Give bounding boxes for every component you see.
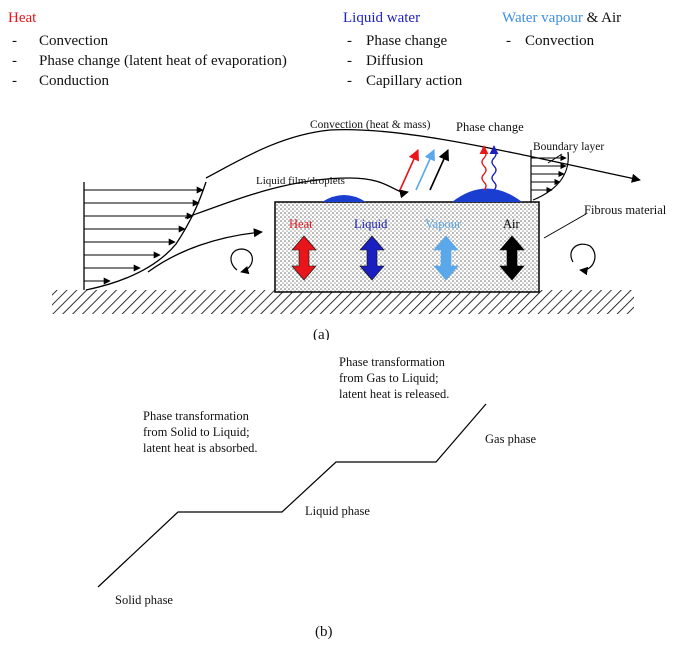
liquid-item-phase-change: -Phase change	[347, 33, 448, 49]
caption-b: (b)	[315, 624, 333, 640]
liquid-transport-arrow	[359, 235, 385, 281]
boundary-layer-leader	[547, 153, 563, 164]
streamline-lower	[147, 228, 263, 273]
solid-phase-label: Solid phase	[115, 593, 173, 607]
liquid-item-diffusion: -Diffusion	[347, 53, 424, 69]
vortex-left	[230, 248, 253, 275]
vapour-label: Vapour	[425, 217, 462, 231]
phase-change-label: Phase change	[456, 120, 524, 134]
boundary-profile-curve	[532, 151, 569, 201]
profile-curve	[85, 181, 207, 291]
fibrous-material-block	[274, 201, 540, 293]
streamline-top	[205, 128, 641, 183]
evap-arrow-lightblue	[415, 148, 435, 191]
heat-item-phase-change: -Phase change (latent heat of evaporatio…	[12, 53, 287, 69]
liquid-item-capillary: -Capillary action	[347, 73, 463, 89]
air-label: Air	[503, 217, 521, 231]
evap-arrow-black	[429, 148, 449, 191]
liquid-phase-label: Liquid phase	[305, 504, 370, 518]
heat-item-conduction: -Conduction	[12, 73, 109, 89]
vapour-transport-arrow	[433, 235, 459, 281]
streamline-middle	[184, 177, 409, 219]
wavy-arrow-blue	[489, 145, 499, 191]
convection-label: Convection (heat & mass)	[310, 119, 431, 131]
boundary-profile-arrows	[531, 154, 567, 194]
fibrous-leader	[543, 213, 587, 239]
diagram-b: (b)	[97, 403, 487, 640]
diagram-a: Convection (heat & mass) Phase change Bo…	[52, 119, 667, 340]
fibrous-material-label: Fibrous material	[584, 203, 667, 217]
profile-arrows	[84, 186, 204, 285]
liquid-legend-title: Liquid water	[343, 10, 421, 26]
vortex-right	[570, 243, 596, 276]
caption-a: (a)	[313, 327, 330, 340]
liquid-label: Liquid	[354, 217, 388, 231]
air-transport-arrow	[499, 235, 525, 281]
vapour-item-convection: -Convection	[506, 33, 595, 49]
vapour-legend-title: Water vapour & Air	[502, 10, 621, 27]
boundary-layer-label: Boundary layer	[533, 141, 604, 153]
droplet-right	[452, 188, 522, 202]
gas-liquid-transformation-label: Phase transformation from Gas to Liquid;…	[339, 355, 450, 401]
liquid-film-label: Liquid film/droplets	[256, 175, 345, 187]
ground-hatch	[52, 290, 634, 314]
wavy-arrow-red	[479, 145, 489, 191]
vapour-legend-rest: & Air	[582, 10, 622, 26]
heat-item-convection: -Convection	[12, 33, 109, 49]
heat-transport-arrow	[291, 235, 317, 281]
vapour-legend-colored: Water vapour	[502, 10, 583, 26]
solid-liquid-transformation-label: Phase transformation from Solid to Liqui…	[143, 409, 258, 455]
droplet-left	[322, 195, 366, 202]
evap-arrow-red	[399, 148, 419, 191]
heat-label: Heat	[289, 217, 313, 231]
gas-phase-label: Gas phase	[485, 432, 537, 446]
heat-legend-title: Heat	[8, 10, 37, 26]
phase-curve	[97, 403, 487, 588]
